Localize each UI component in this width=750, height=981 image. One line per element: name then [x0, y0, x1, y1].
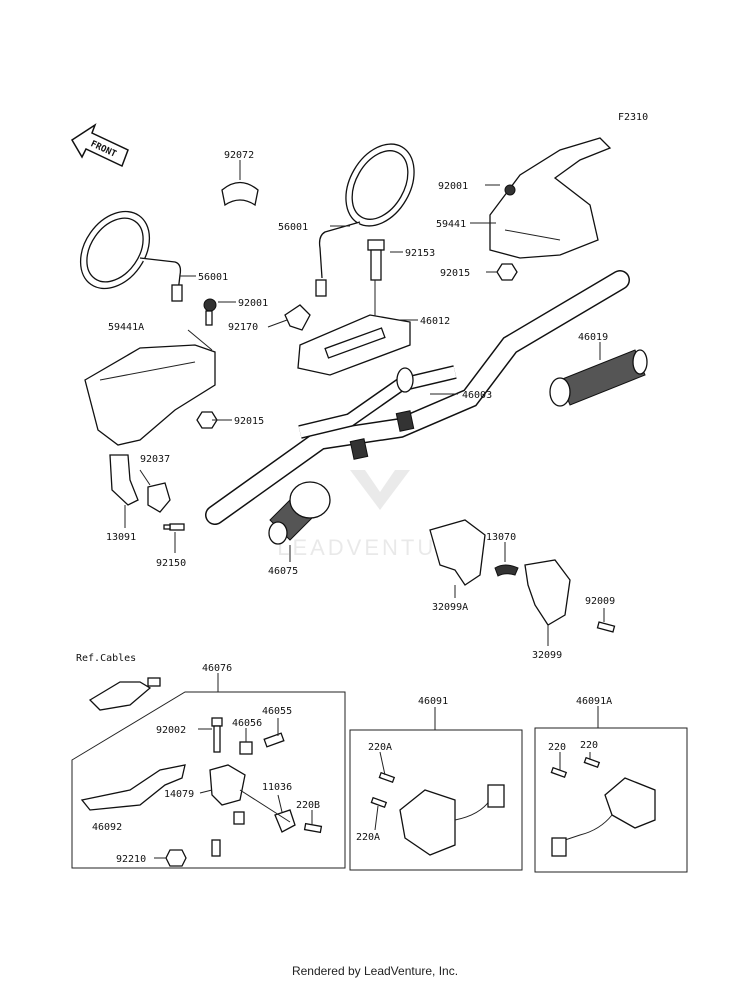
clip-92170[interactable] — [284, 304, 311, 331]
bolt-46076[interactable] — [211, 839, 221, 857]
box-46076 — [71, 691, 346, 869]
box-46091a — [534, 727, 688, 873]
handlebar[interactable] — [205, 270, 630, 525]
part-13070[interactable] — [494, 564, 519, 577]
clamp-92037[interactable] — [147, 482, 171, 513]
switch-46091[interactable] — [399, 784, 505, 856]
label-56001-right: 56001 — [278, 222, 308, 233]
box-46091 — [349, 729, 523, 871]
label-92001-left: 92001 — [238, 298, 268, 309]
label-46003: 46003 — [462, 390, 492, 401]
label-ref-cables: Ref.Cables — [76, 653, 136, 664]
switch-housing-32099a[interactable] — [429, 519, 486, 586]
footer-credit: Rendered by LeadVenture, Inc. — [292, 964, 458, 978]
label-46012: 46012 — [420, 316, 450, 327]
label-46075: 46075 — [268, 566, 298, 577]
label-92015-left: 92015 — [234, 416, 264, 427]
label-59441: 59441 — [436, 219, 466, 230]
front-arrow-icon: FRONT — [70, 123, 129, 168]
grip-right[interactable] — [549, 349, 648, 407]
label-220a-bottom: 220A — [356, 832, 380, 843]
label-13091: 13091 — [106, 532, 136, 543]
screw-220a-1[interactable] — [378, 771, 396, 784]
label-14079: 14079 — [164, 789, 194, 800]
screw-220-1[interactable] — [550, 766, 568, 779]
label-92001-right: 92001 — [438, 181, 468, 192]
screw-92150[interactable] — [163, 523, 185, 531]
handguard-right[interactable] — [489, 137, 612, 281]
label-46091: 46091 — [418, 696, 448, 707]
switch-housing-32099[interactable] — [524, 559, 571, 626]
label-32099: 32099 — [532, 650, 562, 661]
adjuster-46055[interactable] — [263, 732, 285, 748]
clamp-11036[interactable] — [274, 809, 296, 833]
label-92015-right: 92015 — [440, 268, 470, 279]
label-59441a: 59441A — [108, 322, 144, 333]
label-13070: 13070 — [486, 532, 516, 543]
label-92037: 92037 — [140, 454, 170, 465]
part-labels: 92072 56001 56001 92001 59441A 92015 921… — [76, 150, 615, 865]
grip-left[interactable] — [268, 481, 331, 545]
label-92153: 92153 — [405, 248, 435, 259]
nut-92210[interactable] — [165, 849, 187, 867]
handguard-left[interactable] — [84, 298, 218, 446]
label-92170: 92170 — [228, 322, 258, 333]
screw-220a-2[interactable] — [370, 796, 388, 809]
label-46092: 46092 — [92, 822, 122, 833]
label-11036: 11036 — [262, 782, 292, 793]
handlebar-holder[interactable] — [297, 314, 411, 376]
switch-46091a[interactable] — [551, 777, 656, 857]
label-46019: 46019 — [578, 332, 608, 343]
clamp-92072[interactable] — [221, 181, 259, 207]
mirror-right[interactable] — [315, 132, 428, 297]
mirror-left[interactable] — [66, 198, 183, 302]
label-220a-top: 220A — [368, 742, 392, 753]
bolt-92002[interactable] — [211, 717, 223, 753]
screw-220b[interactable] — [303, 822, 323, 834]
bolt-92153[interactable] — [367, 239, 385, 281]
label-32099a: 32099A — [432, 602, 468, 613]
label-46091a: 46091A — [576, 696, 612, 707]
label-46076: 46076 — [202, 663, 232, 674]
lever-clamp-13091[interactable] — [109, 454, 139, 506]
label-220-right: 220 — [580, 740, 598, 751]
label-56001-left: 56001 — [198, 272, 228, 283]
label-92150: 92150 — [156, 558, 186, 569]
label-46056: 46056 — [232, 718, 262, 729]
nut-46056[interactable] — [239, 741, 253, 755]
figure-code: F2310 — [618, 112, 648, 123]
label-92009: 92009 — [585, 596, 615, 607]
leader-lines — [124, 160, 605, 859]
screw-92009[interactable] — [596, 621, 616, 633]
label-92002: 92002 — [156, 725, 186, 736]
cable-connector[interactable] — [88, 677, 161, 711]
label-92210: 92210 — [116, 854, 146, 865]
label-220-left: 220 — [548, 742, 566, 753]
lever-holder-14079[interactable] — [209, 764, 246, 825]
label-92072: 92072 — [224, 150, 254, 161]
screw-220-2[interactable] — [583, 756, 601, 769]
label-46055: 46055 — [262, 706, 292, 717]
label-220b: 220B — [296, 800, 320, 811]
clutch-lever[interactable] — [80, 764, 186, 811]
